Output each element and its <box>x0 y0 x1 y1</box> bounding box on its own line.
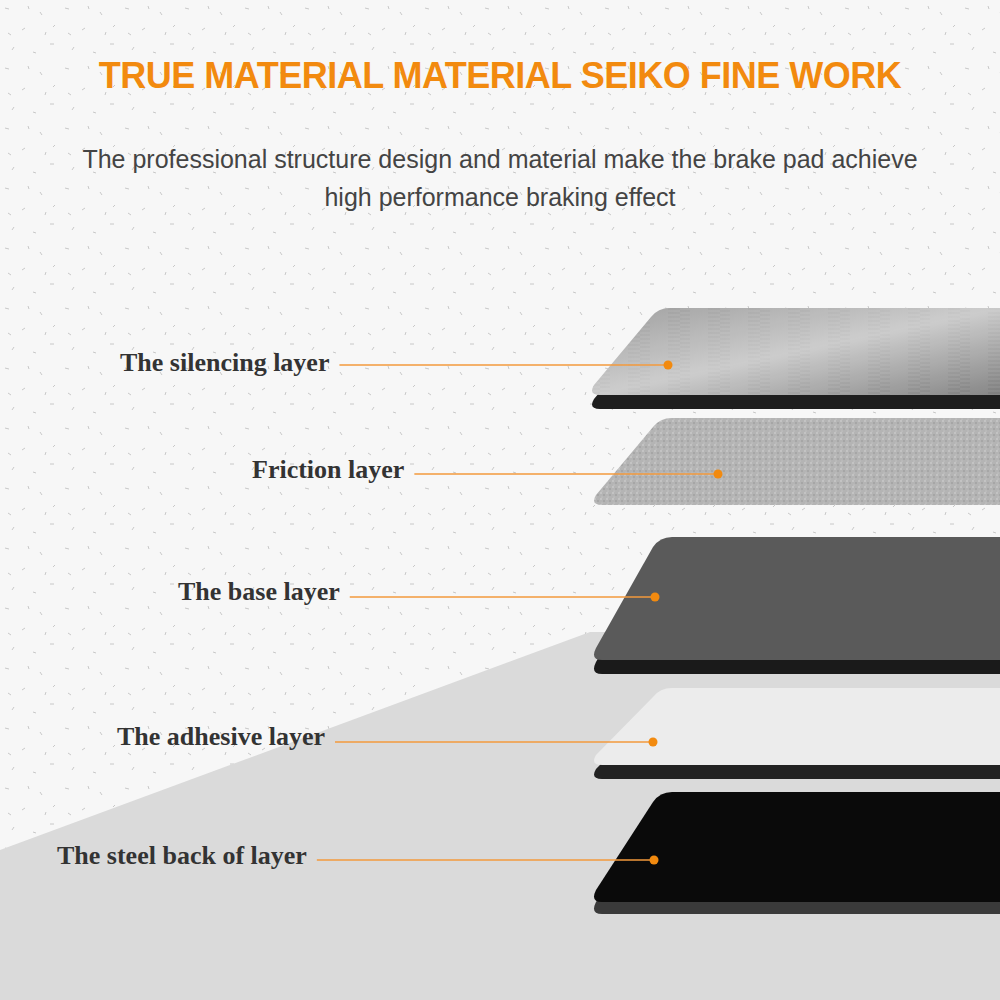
layer-label: The base layer <box>178 576 340 608</box>
leader-dot <box>714 470 723 479</box>
subtitle: The professional structure design and ma… <box>60 140 940 216</box>
layer-label: The silencing layer <box>120 347 329 379</box>
leader-dot <box>649 738 658 747</box>
layer-label: The steel back of layer <box>57 840 307 872</box>
layer-label: Friction layer <box>252 454 404 486</box>
leader-dot <box>664 361 673 370</box>
layer-label: The adhesive layer <box>117 721 325 753</box>
leader-line <box>339 364 668 365</box>
leader-dot <box>651 593 660 602</box>
leader-line <box>317 859 654 860</box>
leader-dot <box>650 856 659 865</box>
leader-line <box>350 596 655 597</box>
leader-line <box>335 741 653 742</box>
page-title: TRUE MATERIAL MATERIAL SEIKO FINE WORK <box>20 52 980 100</box>
leader-line <box>414 473 718 474</box>
